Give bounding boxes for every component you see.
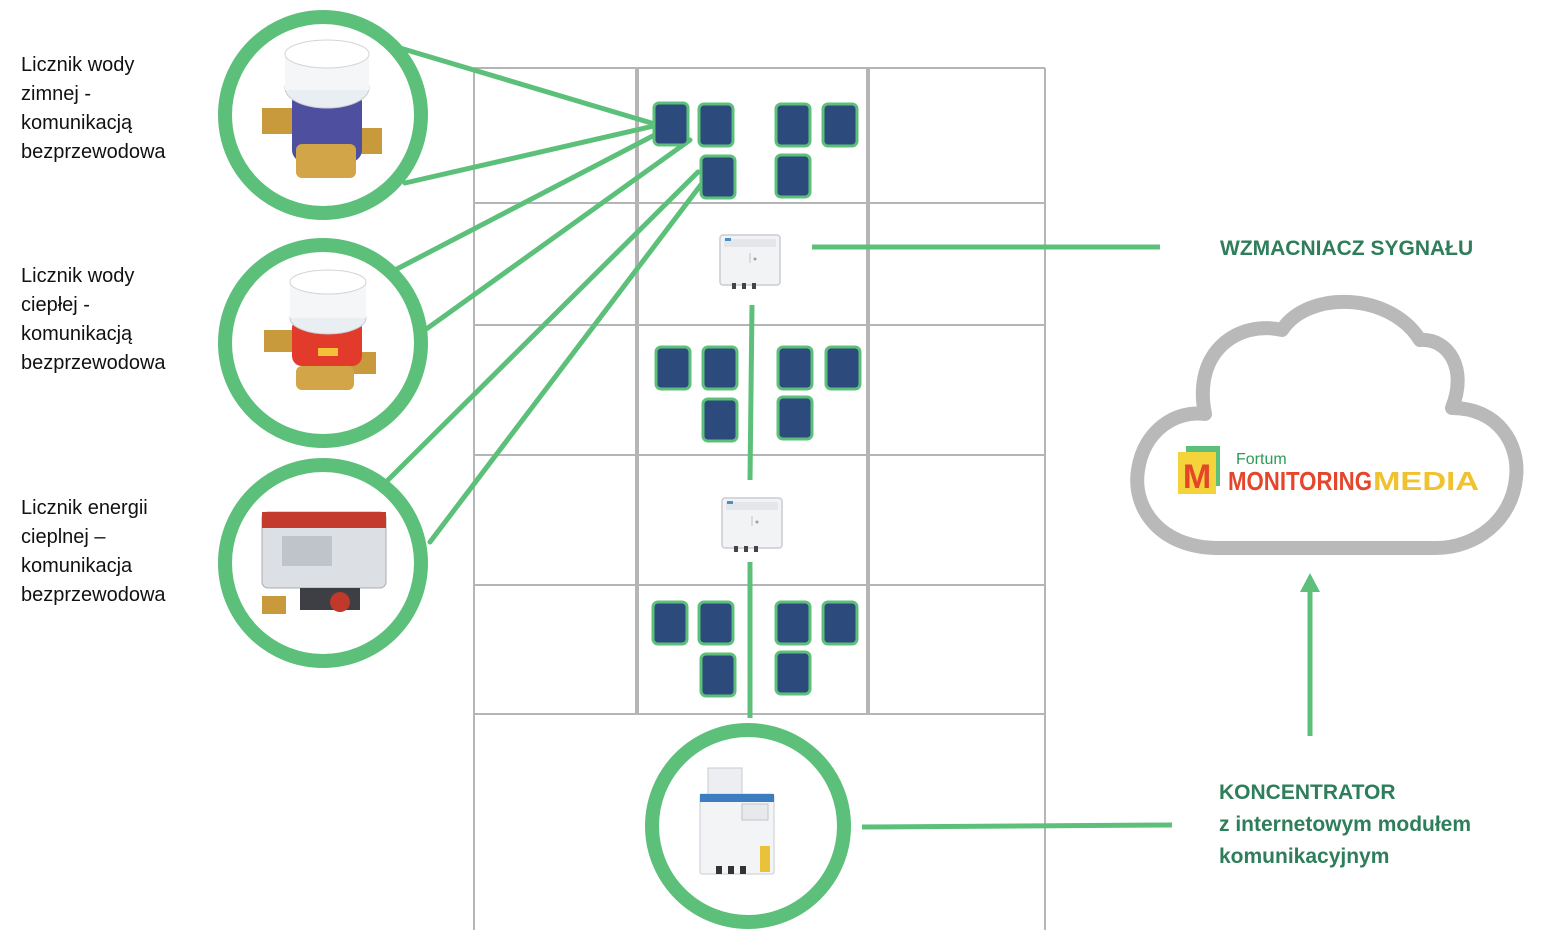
svg-text:Fortum: Fortum <box>1236 451 1287 468</box>
device-square <box>774 102 812 148</box>
repeater-icon <box>721 497 783 552</box>
device-square <box>776 395 814 441</box>
label-line: komunikacją <box>21 323 133 345</box>
label-line: ciepłej - <box>21 294 90 316</box>
cold-water-meter-label: Licznik wody zimnej - komunikacją bezprz… <box>21 51 166 167</box>
device-square <box>821 102 859 148</box>
svg-text:MONITORING: MONITORING <box>1228 466 1372 496</box>
device-square <box>824 345 862 391</box>
heat-energy-meter-label: Licznik energii cieplnej – komunikacja b… <box>21 494 166 610</box>
device-square <box>699 154 737 200</box>
label-line: komunikacja <box>21 555 133 577</box>
label-line: komunikacją <box>21 112 133 134</box>
device-square <box>697 600 735 646</box>
device-square <box>776 345 814 391</box>
concentrator-label: KONCENTRATOR z internetowym modułem komu… <box>1219 777 1471 873</box>
backbone-link <box>747 244 1313 830</box>
heat-energy-meter-icon <box>218 458 428 668</box>
hot-water-meter-icon <box>218 238 428 448</box>
device-square <box>821 600 859 646</box>
apartment-devices <box>651 101 862 698</box>
label-line: Licznik wody <box>21 265 135 287</box>
monitoring-media-logo: M Fortum MONITORING MEDIA <box>1178 446 1479 496</box>
label-line: WZMACNIACZ SYGNAŁU <box>1220 237 1474 260</box>
hot-water-meter-label: Licznik wody ciepłej - komunikacją bezpr… <box>21 262 166 378</box>
device-square <box>701 397 739 443</box>
label-line: bezprzewodowa <box>21 141 166 163</box>
arrow-up-icon <box>1300 573 1320 592</box>
device-square <box>652 101 690 147</box>
svg-text:M: M <box>1183 458 1211 496</box>
label-line: komunikacyjnym <box>1219 845 1390 868</box>
label-line: bezprzewodowa <box>21 584 166 606</box>
cold-water-meter-icon <box>218 10 428 220</box>
label-line: cieplnej – <box>21 526 106 548</box>
label-line: Licznik wody <box>21 54 135 76</box>
label-line: bezprzewodowa <box>21 352 166 374</box>
concentrator-icon <box>645 723 851 929</box>
device-square <box>651 600 689 646</box>
repeater-icon <box>719 234 781 289</box>
device-square <box>774 600 812 646</box>
label-line: Licznik energii <box>21 497 148 519</box>
device-square <box>699 652 737 698</box>
repeater-label: WZMACNIACZ SYGNAŁU <box>1220 233 1473 265</box>
radio-links <box>385 45 709 545</box>
svg-text:MEDIA: MEDIA <box>1373 466 1479 496</box>
device-square <box>654 345 692 391</box>
label-line: z internetowym modułem <box>1219 813 1472 836</box>
cloud-icon <box>1130 295 1524 555</box>
label-line: KONCENTRATOR <box>1219 781 1396 804</box>
device-square <box>774 153 812 199</box>
device-square <box>701 345 739 391</box>
label-line: zimnej - <box>21 83 92 105</box>
device-square <box>774 650 812 696</box>
device-square <box>697 102 735 148</box>
